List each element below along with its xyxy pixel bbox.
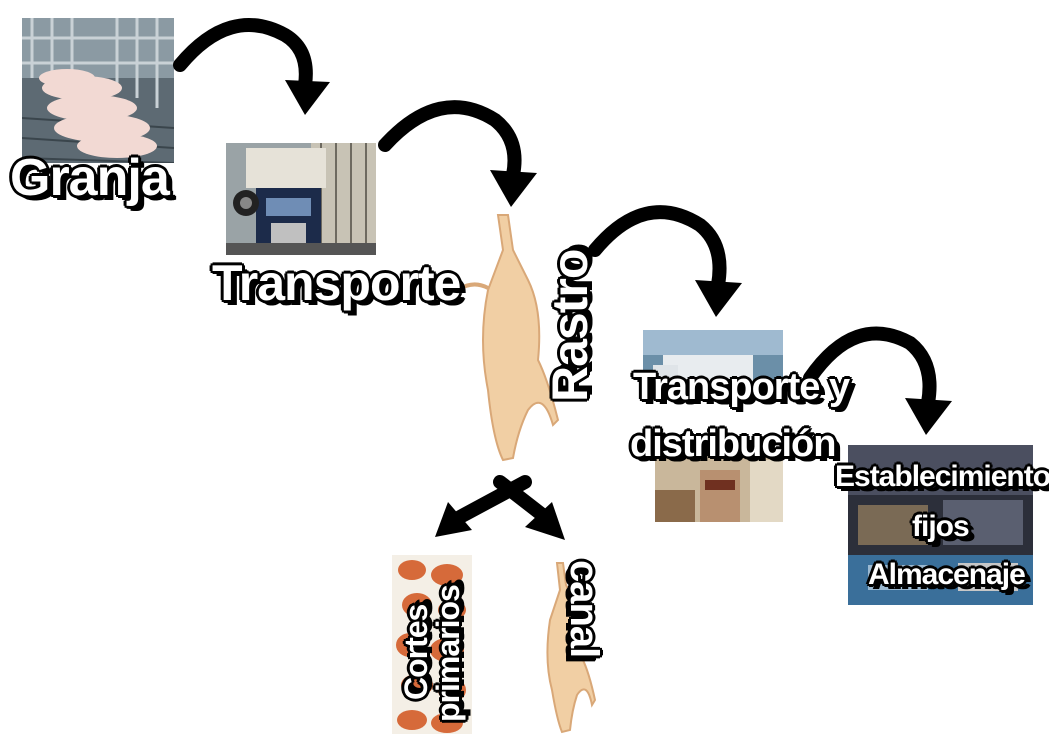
stage-label-transporte-distribucion-2: distribución [630,423,836,465]
store-photo [848,445,1033,605]
livestock-truck-photo [226,143,376,255]
stage-label-cortes: Cortes [398,604,434,700]
stage-label-establecimientos-1: Establecimientos [835,460,1049,493]
stage-label-establecimientos-2: fijos [912,510,970,543]
pig-carcass-photo [458,210,563,465]
meat-cuts-photo [392,555,472,734]
store-interior-photo [655,450,783,522]
stage-label-transporte: Transporte [212,255,461,311]
carcass-photo [532,560,597,734]
distribution-truck-photo [643,330,783,400]
curved-arrow-icon [378,100,537,207]
stage-label-rastro: Rastro [542,249,598,402]
stage-label-transporte-distribucion-1: Transporte y [633,366,850,408]
pig-farm-photo [22,18,174,163]
curved-arrow-icon [803,326,952,435]
stage-label-canal: canal [562,560,606,658]
stage-label-establecimientos-3: Almacenaje [868,558,1026,591]
curved-arrow-icon [173,18,330,115]
stage-label-primarios: primarios [430,585,466,722]
stage-label-granja: Granja [10,149,170,207]
curved-arrow-icon [588,205,742,317]
split-arrow-icon [435,475,565,540]
